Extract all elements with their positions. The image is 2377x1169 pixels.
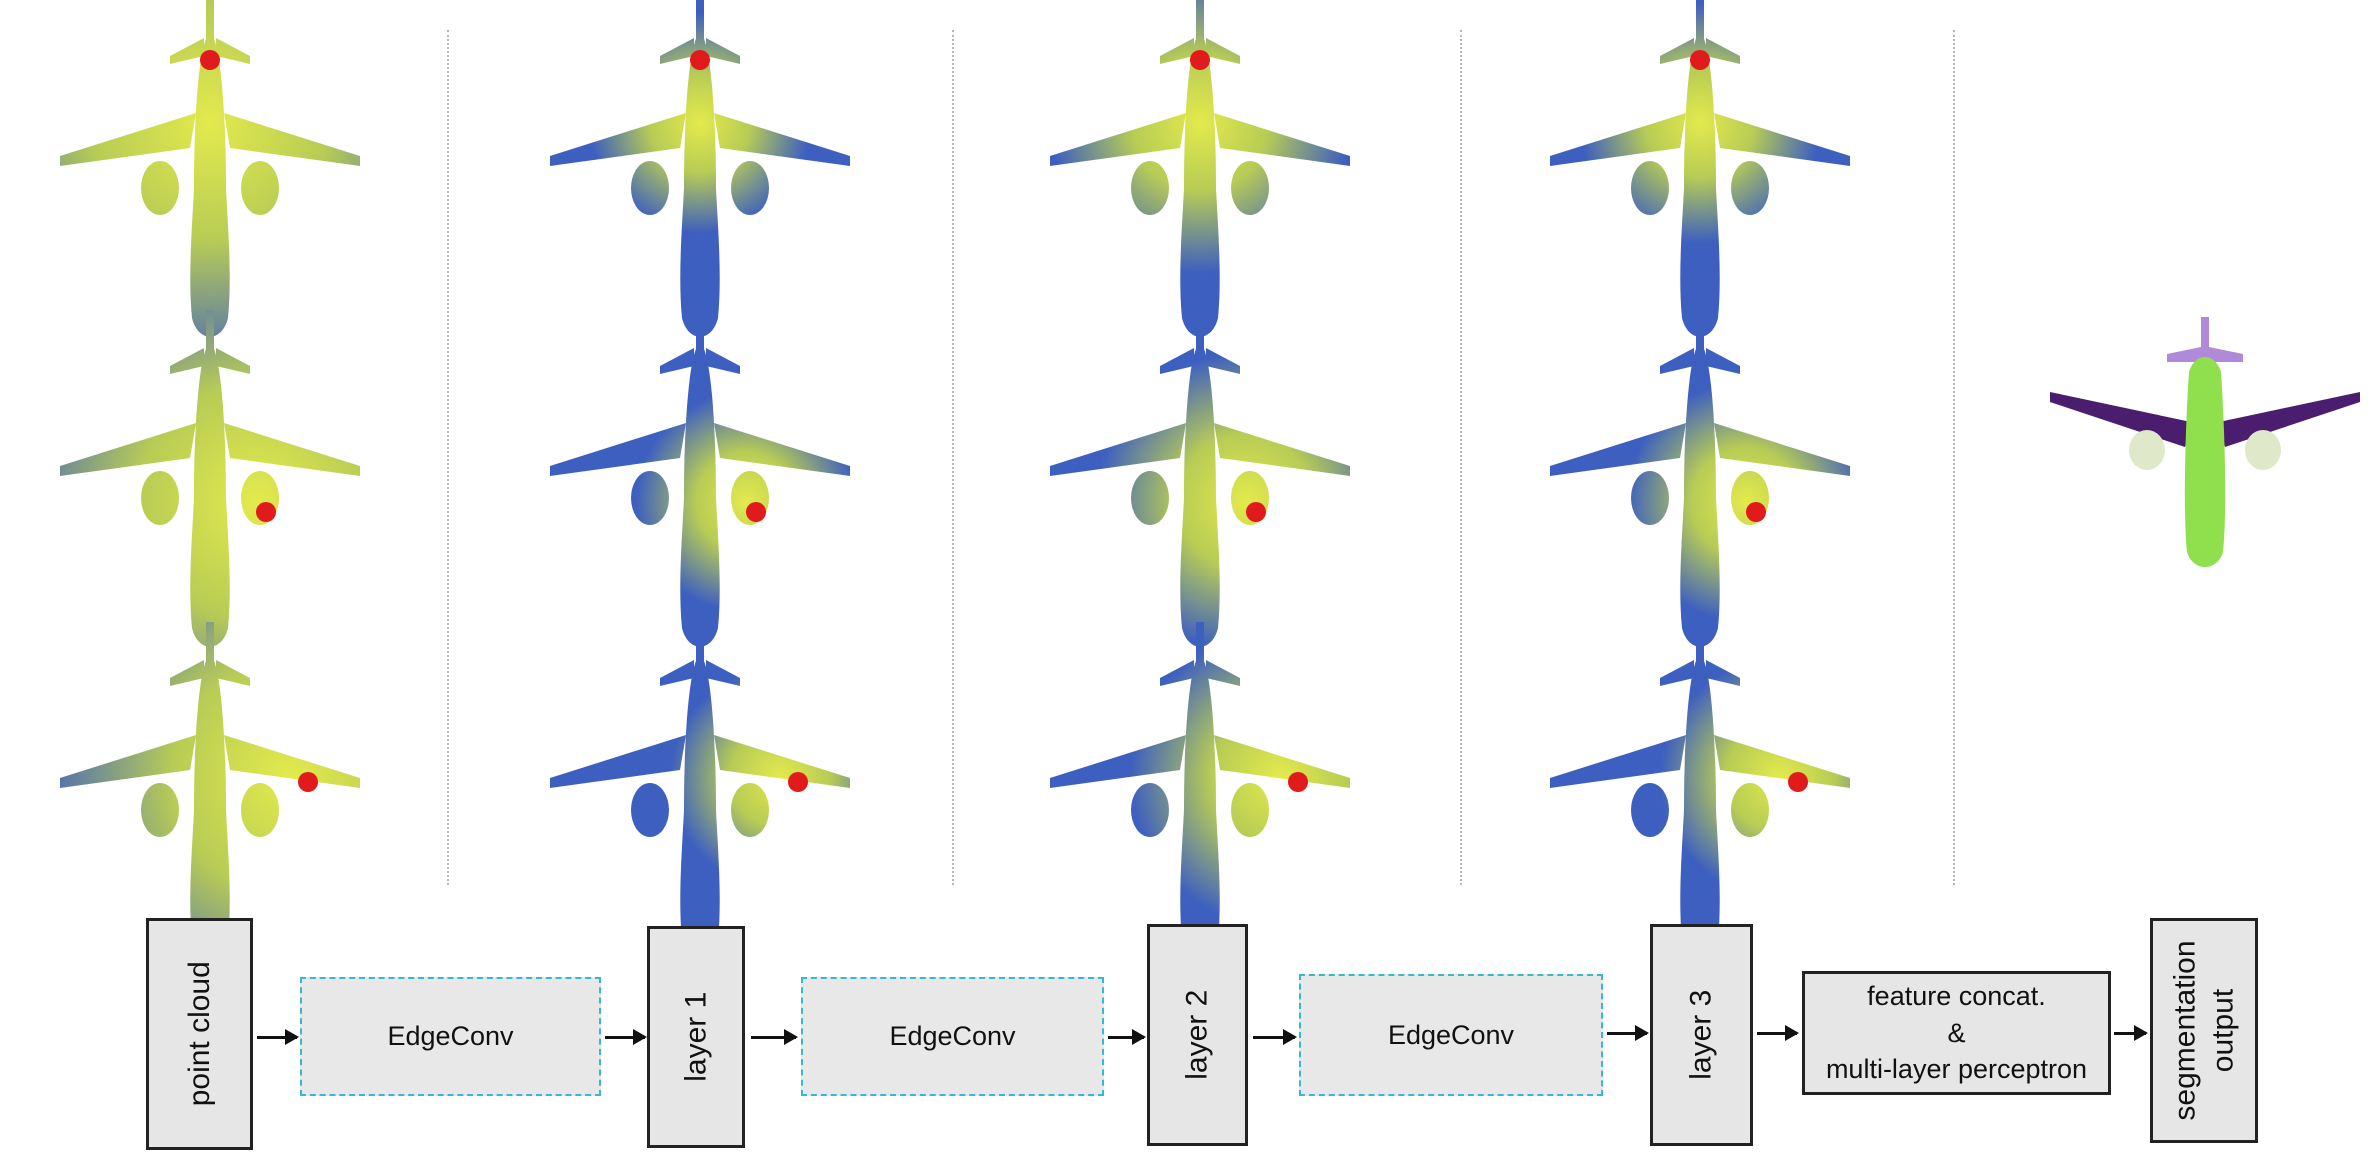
query-point-marker [1288, 772, 1308, 792]
query-point-marker [1746, 502, 1766, 522]
edgeconv-block-1: EdgeConv [300, 977, 601, 1096]
layer-2-label: layer 2 [1180, 989, 1214, 1081]
column-divider [952, 30, 954, 885]
edgeconv-label: EdgeConv [387, 1021, 514, 1052]
airplane-body [1050, 622, 1350, 959]
edgeconv-label: EdgeConv [1387, 1019, 1515, 1050]
airplane-heatmap [550, 0, 850, 337]
airplane-heatmap [60, 0, 360, 337]
airplane-heatmap [1050, 0, 1350, 337]
arrow [1253, 1029, 1297, 1045]
arrow [751, 1029, 798, 1045]
mlp-label-line-3: multi-layer perceptron [1825, 1054, 2088, 1085]
segment-wing [2219, 392, 2360, 447]
layer-3-label: layer 3 [1684, 989, 1718, 1081]
query-point-marker [788, 772, 808, 792]
column-divider [1953, 30, 1955, 885]
segmentation-output-line-2: output [2206, 988, 2239, 1073]
airplane-heatmap [60, 310, 360, 647]
airplane-heatmap [1550, 310, 1850, 647]
mlp-label: feature concat. & multi-layer perceptron [1826, 978, 2087, 1087]
segment-engine [2245, 430, 2281, 470]
airplane-body [550, 622, 850, 959]
airplane-heatmap [550, 310, 850, 647]
segment-tail [2167, 317, 2243, 362]
point-cloud-label: point cloud [182, 961, 216, 1107]
query-point-marker [690, 50, 710, 70]
query-point-marker [298, 772, 318, 792]
query-point-marker [1788, 772, 1808, 792]
arrow [605, 1029, 647, 1045]
airplane-heatmap [60, 622, 360, 959]
airplane-body [1550, 622, 1850, 959]
arrow [1108, 1029, 1146, 1045]
arrow [257, 1029, 299, 1045]
arrow [1607, 1025, 1649, 1041]
edgeconv-block-3: EdgeConv [1299, 974, 1603, 1096]
airplane-body [1050, 310, 1350, 647]
airplane-heatmap [1050, 310, 1350, 647]
airplane-heatmap [1550, 0, 1850, 337]
airplane-heatmap [550, 622, 850, 959]
edgeconv-label: EdgeConv [889, 1021, 1016, 1052]
arrow [1757, 1025, 1799, 1041]
airplane-body [1550, 310, 1850, 647]
arrow [2114, 1025, 2148, 1041]
airplane-segmentation [2050, 317, 2360, 567]
airplane-body [550, 310, 850, 647]
query-point-marker [1190, 50, 1210, 70]
query-point-marker [746, 502, 766, 522]
segmentation-output-block: segmentation output [2150, 918, 2258, 1143]
edgeconv-block-2: EdgeConv [801, 977, 1104, 1096]
mlp-block: feature concat. & multi-layer perceptron [1802, 971, 2111, 1095]
segmentation-output-label: segmentation output [2167, 940, 2242, 1120]
query-point-marker [1246, 502, 1266, 522]
mlp-label-line-1: feature concat. [1867, 981, 2046, 1012]
layer-1-block: layer 1 [647, 926, 745, 1148]
segmentation-output-line-1: segmentation [2168, 940, 2202, 1121]
column-divider [1460, 30, 1462, 885]
column-divider [447, 30, 449, 885]
query-point-marker [200, 50, 220, 70]
airplane-body [60, 310, 360, 647]
segment-wing [2050, 392, 2191, 447]
layer-3-block: layer 3 [1650, 924, 1753, 1146]
mlp-label-line-2: & [1947, 1017, 1966, 1048]
airplane-heatmap [1550, 622, 1850, 959]
layer-1-label: layer 1 [679, 991, 713, 1083]
airplane-heatmap [1050, 622, 1350, 959]
airplane-body [60, 622, 360, 959]
query-point-marker [256, 502, 276, 522]
layer-2-block: layer 2 [1147, 924, 1248, 1146]
segment-body [2184, 357, 2226, 567]
segment-engine [2129, 430, 2165, 470]
point-cloud-block: point cloud [146, 918, 253, 1150]
query-point-marker [1690, 50, 1710, 70]
